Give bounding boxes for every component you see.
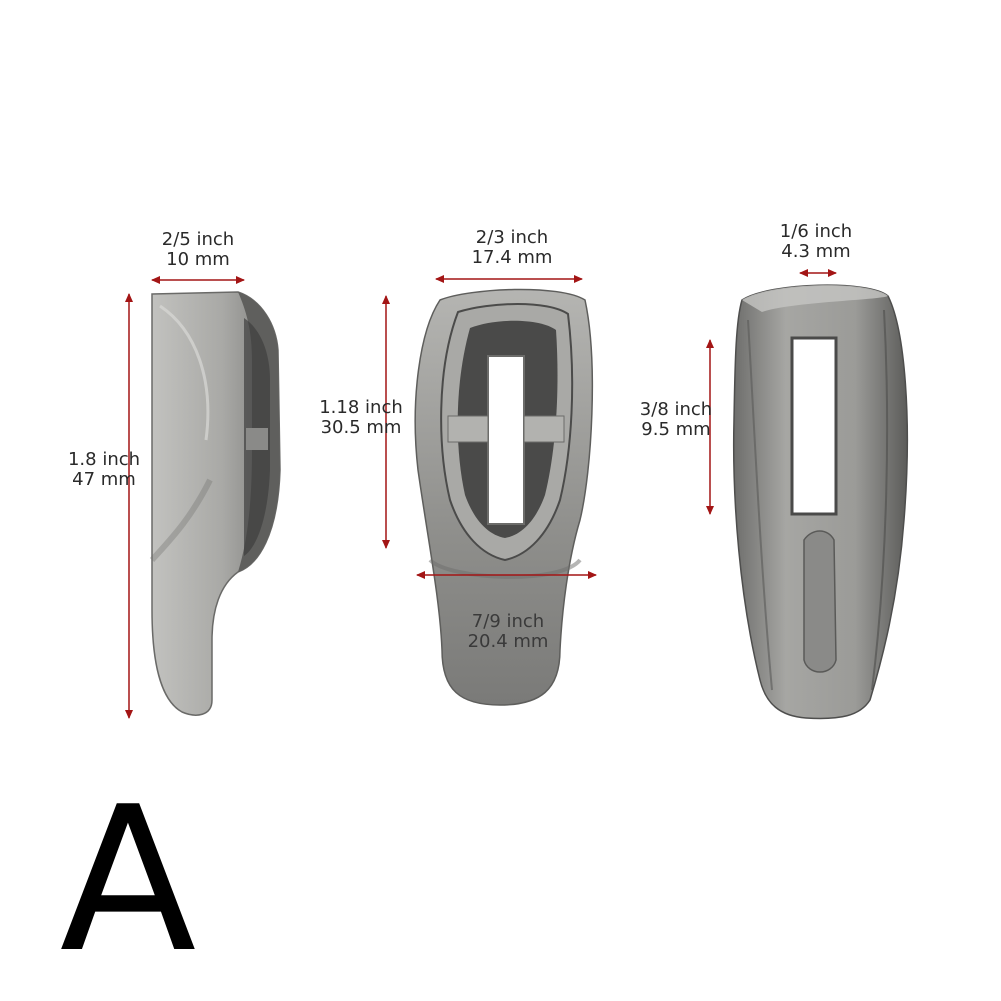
back-slot-height-mm: 9.5 mm xyxy=(641,419,711,440)
front-slot-height-inch: 1.18 inch xyxy=(319,397,403,418)
back-slot-height-label: 3/8 inch 9.5 mm xyxy=(626,400,726,440)
front-bottom-width-label: 7/9 inch 20.4 mm xyxy=(458,612,558,652)
side-height-mm: 47 mm xyxy=(72,469,136,490)
variant-letter: A xyxy=(59,764,197,997)
back-view-wedge xyxy=(732,284,909,720)
side-width-label: 2/5 inch 10 mm xyxy=(148,230,248,270)
side-width-mm: 10 mm xyxy=(166,249,230,270)
side-height-label: 1.8 inch 47 mm xyxy=(54,450,154,490)
side-width-inch: 2/5 inch xyxy=(161,229,235,250)
front-bottom-width-inch: 7/9 inch xyxy=(471,611,545,632)
dimension-arrows xyxy=(125,269,837,719)
front-top-width-label: 2/3 inch 17.4 mm xyxy=(452,228,572,268)
front-top-width-inch: 2/3 inch xyxy=(475,227,549,248)
front-top-width-mm: 17.4 mm xyxy=(471,247,553,268)
back-slot-width-inch: 1/6 inch xyxy=(779,221,853,242)
back-slot-width-label: 1/6 inch 4.3 mm xyxy=(766,222,866,262)
side-view-wedge xyxy=(149,291,281,716)
back-slot-width-mm: 4.3 mm xyxy=(781,241,851,262)
front-view-wedge xyxy=(414,288,594,706)
front-slot-height-mm: 30.5 mm xyxy=(320,417,402,438)
back-slot-height-inch: 3/8 inch xyxy=(639,399,713,420)
front-bottom-width-mm: 20.4 mm xyxy=(467,631,549,652)
front-slot-height-label: 1.18 inch 30.5 mm xyxy=(306,398,416,438)
side-height-inch: 1.8 inch xyxy=(67,449,141,470)
